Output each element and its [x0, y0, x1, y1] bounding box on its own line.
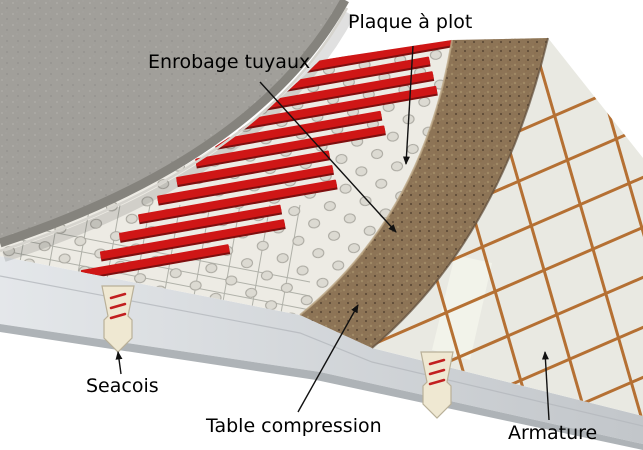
concrete-slab-texture	[0, 0, 345, 243]
slab-edge-highlight	[0, 7, 349, 253]
slab-shadow	[2, 11, 355, 262]
cross-section-face	[0, 256, 643, 444]
heating-pipe	[157, 165, 334, 204]
heating-pipe	[252, 71, 434, 111]
mesh-bar	[372, 218, 643, 352]
arrow-seacois	[115, 351, 123, 375]
heating-pipe	[80, 244, 230, 278]
compression-band-speckle	[300, 38, 548, 348]
cross-section-bottom-edge	[0, 324, 643, 450]
heating-pipe	[176, 150, 330, 185]
annotation-arrows	[115, 45, 550, 421]
arrow-plaque-a-plot	[402, 45, 414, 165]
label-enrobage-tuyaux: Enrobage tuyaux	[148, 51, 311, 73]
band-right-shadow	[371, 37, 549, 349]
slab-cut-edge	[0, 0, 349, 248]
heating-pipes	[80, 40, 452, 281]
heating-pipe	[99, 219, 286, 260]
heating-pipe	[118, 204, 282, 241]
label-plaque-a-plot: Plaque à plot	[348, 11, 473, 33]
lamination-line	[0, 275, 643, 427]
heating-pipe	[138, 179, 338, 223]
heating-pipe	[214, 110, 382, 148]
arrow-armature	[541, 351, 550, 421]
band-left-highlight	[299, 39, 453, 316]
label-armature: Armature	[508, 422, 598, 444]
heating-pipe	[233, 85, 438, 130]
heating-pipe	[271, 56, 431, 92]
heating-pipe	[195, 125, 386, 167]
mesh-bar	[372, 368, 643, 416]
arrow-table-compression	[297, 304, 359, 413]
label-seacois: Seacois	[86, 375, 159, 397]
beam-top-strip	[432, 255, 492, 360]
mesh-bar	[528, 38, 643, 416]
arrow-enrobage-tuyaux	[259, 81, 397, 233]
label-table-compression: Table compression	[206, 415, 382, 437]
